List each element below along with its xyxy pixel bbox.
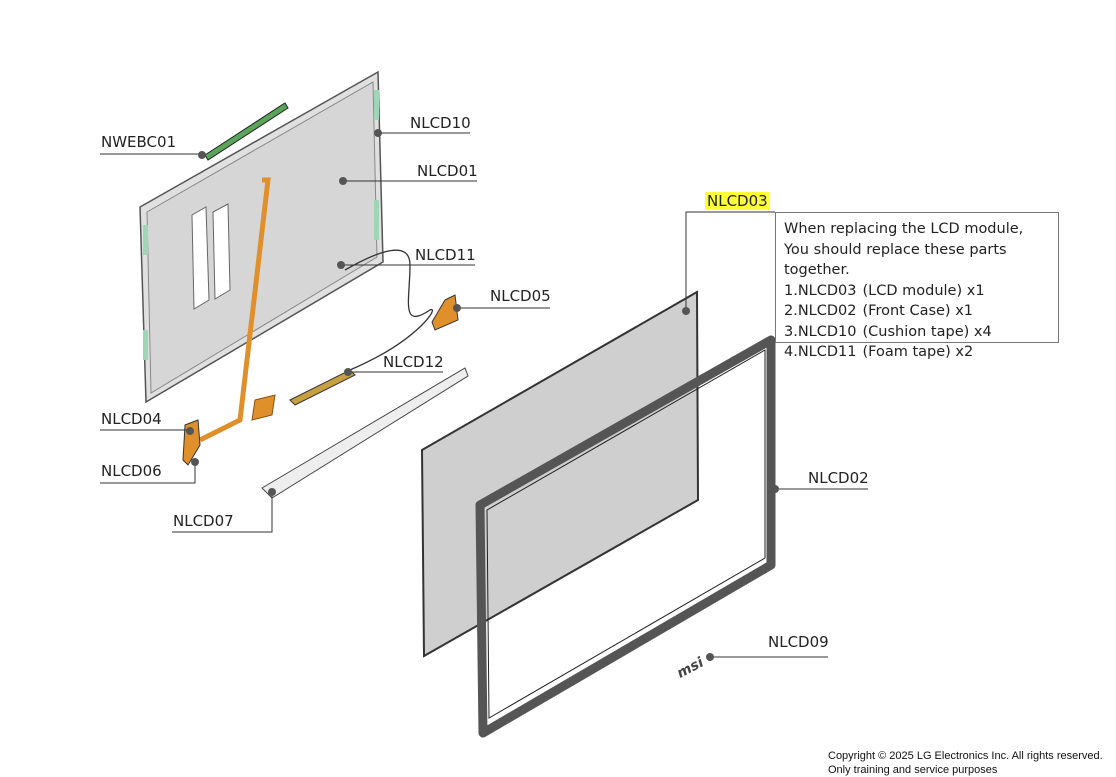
label-nwebc01: NWEBC01 <box>101 133 177 151</box>
note-item-code: 1.NLCD03 <box>784 282 857 299</box>
label-nlcd04: NLCD04 <box>101 410 162 428</box>
label-nlcd09: NLCD09 <box>768 633 829 651</box>
hinge-left-nlcd04 <box>182 419 201 466</box>
note-item: 4.NLCD11 (Foam tape) x2 <box>784 342 1058 363</box>
label-nlcd10: NLCD10 <box>410 114 471 132</box>
note-item-code: 3.NLCD10 <box>784 323 857 340</box>
note-item: 3.NLCD10 (Cushion tape) x4 <box>784 322 1058 343</box>
note-line-2: You should replace these parts together. <box>784 241 1007 279</box>
label-nlcd05: NLCD05 <box>490 287 551 305</box>
label-nlcd01: NLCD01 <box>417 162 478 180</box>
lcd-cable-nlcd12 <box>198 177 434 443</box>
label-nlcd06: NLCD06 <box>101 462 162 480</box>
label-nlcd07: NLCD07 <box>173 512 234 530</box>
note-item: 1.NLCD03 (LCD module) x1 <box>784 281 1058 302</box>
webcam-board-nwebc01 <box>204 102 289 161</box>
note-item-code: 2.NLCD02 <box>784 303 857 319</box>
note-item-desc: (Front Case) x1 <box>862 303 974 319</box>
label-nlcd11: NLCD11 <box>415 246 476 264</box>
copyright: Copyright © 2025 LG Electronics Inc. All… <box>828 749 1103 777</box>
replacement-note: When replacing the LCD module, You shoul… <box>775 212 1059 360</box>
hinge-cover-nlcd07 <box>261 367 469 499</box>
note-item-desc: (LCD module) x1 <box>862 282 985 299</box>
leader-lines <box>100 132 868 658</box>
copyright-line-1: Copyright © 2025 LG Electronics Inc. All… <box>828 750 1103 762</box>
leader-dots <box>186 129 779 661</box>
label-nlcd12: NLCD12 <box>383 353 444 371</box>
logo-nlcd09: msi <box>674 655 706 682</box>
copyright-line-2: Only training and service purposes <box>828 764 998 776</box>
label-nlcd03: NLCD03 <box>705 192 770 210</box>
note-line-1: When replacing the LCD module, <box>784 221 1024 237</box>
label-nlcd02: NLCD02 <box>808 469 869 487</box>
note-item: 2.NLCD02 (Front Case) x1 <box>784 301 1058 322</box>
lcd-module-nlcd03 <box>420 290 700 658</box>
note-item-desc: (Cushion tape) x4 <box>862 323 992 340</box>
note-item-desc: (Foam tape) x2 <box>862 344 974 360</box>
front-case-nlcd02 <box>475 335 776 738</box>
note-item-code: 4.NLCD11 <box>784 344 857 360</box>
hinge-right-nlcd05 <box>431 294 459 331</box>
